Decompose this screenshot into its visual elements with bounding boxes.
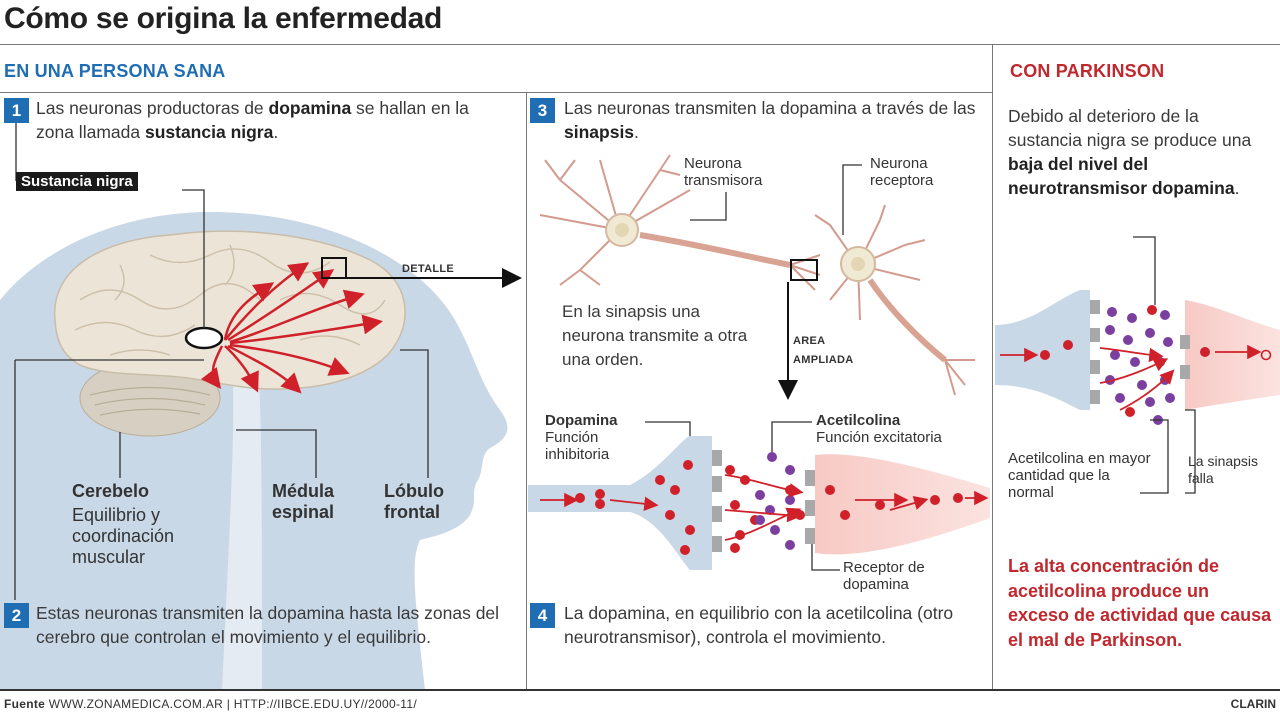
step2-text: Estas neuronas transmiten la dopamina ha… xyxy=(36,603,500,647)
step3-number: 3 xyxy=(530,98,555,123)
footer-label: Fuente xyxy=(4,697,46,711)
step1-text-mid: se hallan en la zona llamada xyxy=(36,98,469,142)
healthy-axon-terminal xyxy=(528,436,712,570)
neuron-transmitter xyxy=(539,154,821,291)
dopamina-func: Función inhibitoria xyxy=(545,429,610,463)
footer-divider xyxy=(0,689,1280,691)
step1-text-pre: Las neuronas productoras de xyxy=(36,98,269,118)
title-divider xyxy=(0,44,1280,45)
parkinson-heading: CON PARKINSON xyxy=(1010,61,1165,81)
footer-sources: Fuente WWW.ZONAMEDICA.COM.AR | HTTP://II… xyxy=(4,697,417,711)
page-title: Cómo se origina la enfermedad xyxy=(4,2,443,35)
lobulo-label: Lóbulo frontal xyxy=(384,481,444,522)
step3-bold-sinapsis: sinapsis xyxy=(564,122,635,142)
step4-text: La dopamina, en equilibrio con la acetil… xyxy=(564,603,954,647)
sinapsis-text: En la sinapsis una neurona transmite a o… xyxy=(562,302,748,369)
medula-label: Médula espinal xyxy=(272,481,335,522)
acetilcolina-label: Acetilcolina xyxy=(816,412,901,429)
step1-bold-sustancia: sustancia nigra xyxy=(144,122,274,142)
detalle-label: DETALLE xyxy=(402,263,455,275)
healthy-heading: EN UNA PERSONA SANA xyxy=(4,61,226,81)
parkinson-intro: Debido al deterioro de la sustancia nigr… xyxy=(1008,104,1273,200)
spinal-cord xyxy=(222,360,262,690)
step3-text-pre: Las neuronas transmiten la dopamina a tr… xyxy=(564,98,976,118)
step1-bold-dopamina: dopamina xyxy=(268,98,352,118)
neurona-receptora-label: Neurona receptora xyxy=(870,155,934,189)
parkinson-intro-bold: baja del nivel del neurotransmisor dopam… xyxy=(1008,154,1235,198)
footer-credit: CLARIN xyxy=(1230,697,1276,711)
step2-number: 2 xyxy=(4,603,29,628)
neurona-transmisora-label: Neurona transmisora xyxy=(684,155,763,189)
parkinson-intro-post: . xyxy=(1234,178,1240,198)
parkinson-intro-pre: Debido al deterioro de la sustancia nigr… xyxy=(1008,106,1252,150)
parkinson-conclusion: La alta concentración de acetilcolina pr… xyxy=(1008,556,1272,650)
receptor-label: Receptor de dopamina xyxy=(843,559,925,593)
column-divider xyxy=(526,92,527,689)
area-ampliada-label: AREA AMPLIADA xyxy=(793,335,854,366)
step1-text-post: . xyxy=(273,122,279,142)
footer-urls: WWW.ZONAMEDICA.COM.AR | HTTP://IIBCE.EDU… xyxy=(48,697,417,711)
left-heading-divider xyxy=(0,92,992,93)
healthy-receptor-cell xyxy=(815,454,990,555)
parkinson-axon-terminal xyxy=(995,290,1090,410)
substantia-nigra-marker xyxy=(184,326,224,350)
step3-text: Las neuronas transmiten la dopamina a tr… xyxy=(564,96,984,144)
neuron-receiver xyxy=(814,204,975,396)
sustancia-nigra-tag: Sustancia nigra xyxy=(16,172,138,191)
step1-number: 1 xyxy=(4,98,29,123)
cerebelo-title: Cerebelo xyxy=(72,481,150,501)
acetilcolina-mayor-label: Acetilcolina en mayor cantidad que la no… xyxy=(1008,450,1151,501)
section-divider xyxy=(992,44,993,689)
brain-shape xyxy=(54,230,406,390)
sinapsis-falla-label: La sinapsis falla xyxy=(1188,453,1259,486)
step3-text-post: . xyxy=(634,122,639,142)
dopamina-label: Dopamina xyxy=(545,412,618,429)
acetilcolina-func: Función excitatoria xyxy=(816,429,942,446)
parkinson-receptor-cell xyxy=(1185,300,1280,410)
detail-box xyxy=(321,257,347,279)
step1-text: Las neuronas productoras de dopamina se … xyxy=(36,96,506,144)
step4-number: 4 xyxy=(530,603,555,628)
cerebelo-desc: Equilibrio y coordinación muscular xyxy=(72,505,175,567)
